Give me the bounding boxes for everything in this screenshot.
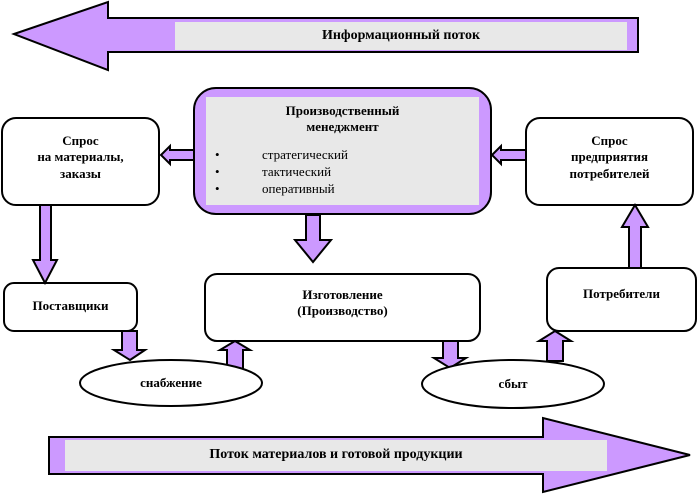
management-level-label: тактический <box>262 164 332 179</box>
supply-ellipse <box>79 359 263 407</box>
materials-demand-label: Спрос на материалы, заказы <box>2 133 159 182</box>
arrow-production-to-sales <box>430 340 470 370</box>
sales-ellipse <box>421 359 605 409</box>
consumer-demand-box <box>525 117 694 206</box>
arrow-consumer-demand-to-management <box>490 143 527 167</box>
consumer-demand-label: Спрос предприятия потребителей <box>526 133 693 182</box>
bullet-icon: • <box>215 147 220 162</box>
production-box <box>204 273 481 342</box>
suppliers-box <box>3 282 138 332</box>
production-line1: Изготовление <box>302 287 383 302</box>
consumers-label: Потребители <box>583 286 660 301</box>
materials-demand-line2: на материалы, <box>37 149 124 165</box>
management-level-item: • оперативный <box>215 180 348 197</box>
supply-label: снабжение <box>140 375 202 390</box>
arrow-sales-to-consumers <box>535 329 575 362</box>
arrow-management-to-materials-demand <box>159 143 195 167</box>
information-flow-band <box>175 22 627 50</box>
arrow-management-to-production <box>292 214 334 264</box>
information-flow-label: Информационный поток <box>321 28 481 43</box>
materials-flow-label: Поток материалов и готовой продукции <box>209 447 463 462</box>
materials-demand-line3: заказы <box>60 165 101 181</box>
management-level-label: стратегический <box>262 147 348 162</box>
information-flow-arrow <box>11 0 639 72</box>
management-box <box>193 87 492 215</box>
consumer-demand-line3: потребителей <box>569 165 650 181</box>
materials-flow-band <box>65 440 607 471</box>
bullet-icon: • <box>215 181 220 196</box>
materials-demand-line1: Спрос <box>62 133 99 148</box>
consumers-box <box>546 267 697 332</box>
management-level-item: • стратегический <box>215 146 348 163</box>
production-line2: (Производство) <box>297 303 388 319</box>
management-levels-list: • стратегический • тактический • оперативны… <box>215 146 348 197</box>
arrow-materials-demand-to-suppliers <box>31 204 59 286</box>
management-title-line1: Производственный <box>285 103 400 118</box>
consumer-demand-line2: предприятия <box>570 149 649 165</box>
consumer-demand-line1: Спрос <box>591 133 628 148</box>
materials-flow-arrow <box>48 416 691 494</box>
management-title-line2: менеджмент <box>306 119 379 135</box>
management-level-item: • тактический <box>215 163 348 180</box>
arrow-consumers-to-consumer-demand <box>620 203 650 269</box>
management-title: Производственный менеджмент <box>206 103 479 136</box>
sales-label: сбыт <box>498 376 528 391</box>
materials-demand-box <box>1 117 160 206</box>
management-level-label: оперативный <box>262 181 335 196</box>
arrow-suppliers-to-supply <box>110 330 149 362</box>
suppliers-label: Поставщики <box>32 298 109 313</box>
production-label: Изготовление (Производство) <box>205 287 480 320</box>
bullet-icon: • <box>215 164 220 179</box>
